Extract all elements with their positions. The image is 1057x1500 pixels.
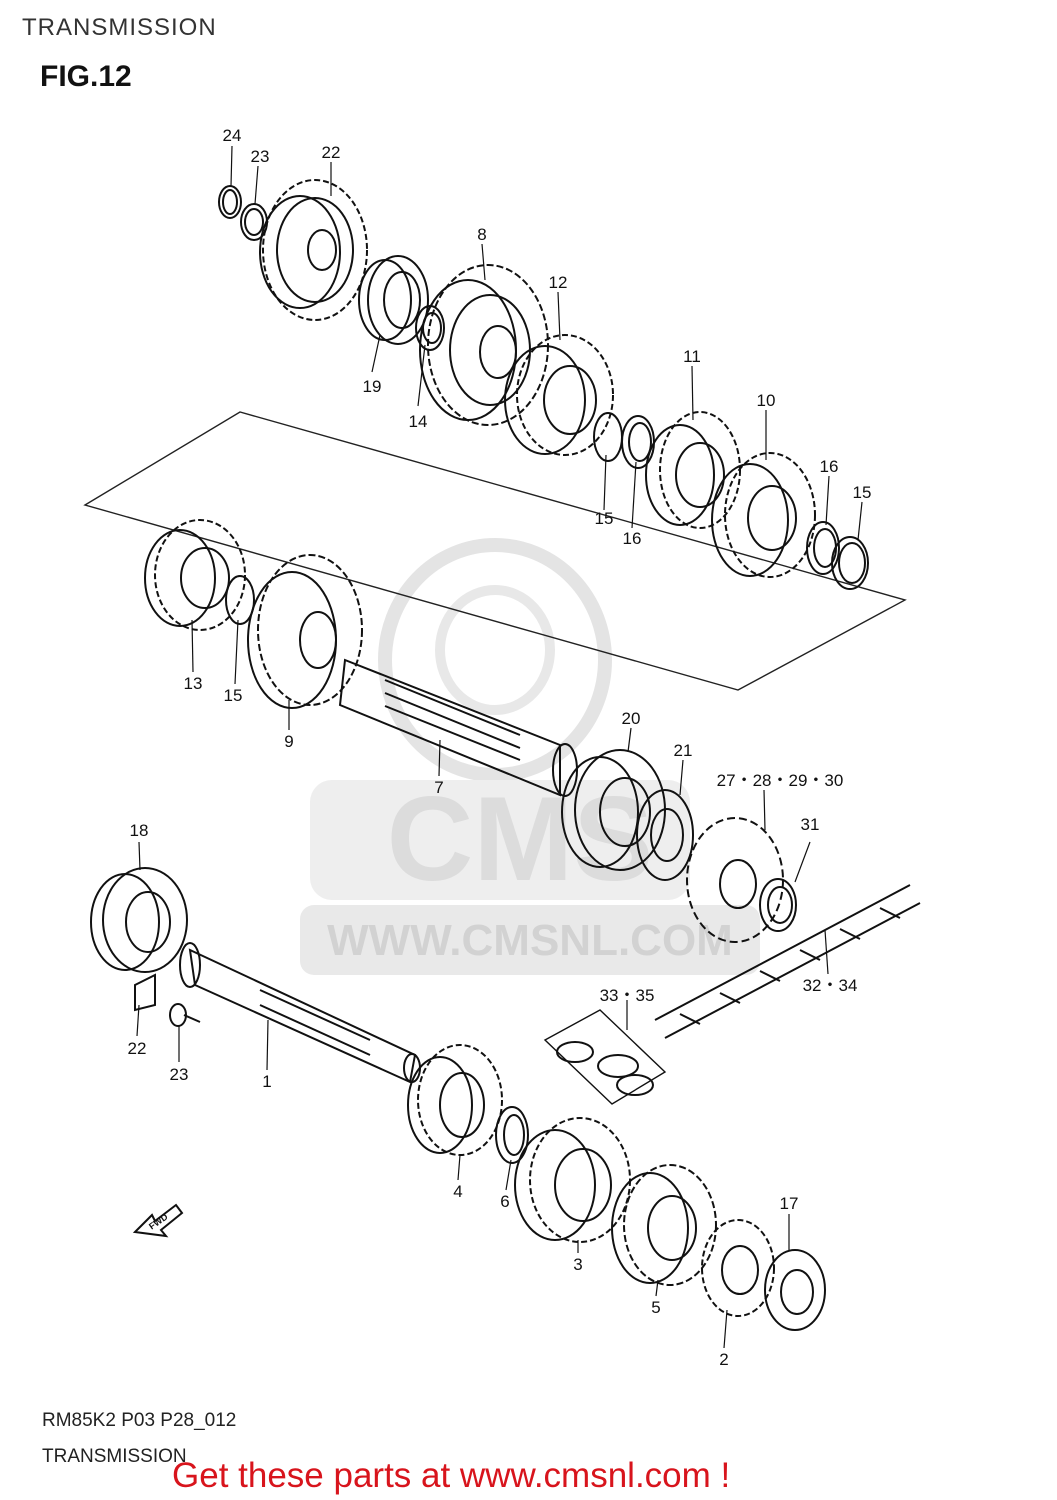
- callout-13: 13: [184, 674, 203, 693]
- watermark: CMS WWW.CMSNL.COM: [300, 538, 760, 975]
- callout-14: 14: [409, 412, 428, 431]
- callout-6: 6: [500, 1192, 509, 1211]
- callout-8: 8: [477, 225, 486, 244]
- watermark-url: WWW.CMSNL.COM: [327, 916, 733, 965]
- circlip-15-left: [225, 575, 255, 625]
- callout-15-left: 15: [224, 686, 243, 705]
- callout-23: 23: [170, 1065, 189, 1084]
- bearing-17: [764, 1249, 826, 1331]
- gear-12: [504, 334, 614, 456]
- shaft-group-outline: [83, 411, 907, 691]
- countershaft-7: [338, 658, 578, 797]
- seal-21: [636, 789, 694, 881]
- circlip-26: [218, 185, 242, 219]
- callout-18: 18: [130, 821, 149, 840]
- callout-1: 1: [262, 1072, 271, 1091]
- chain-joint-33-35: [543, 1009, 667, 1105]
- bolt-23: [169, 1003, 201, 1027]
- gear-10: [711, 452, 816, 578]
- callout-9: 9: [284, 732, 293, 751]
- circlip-15-right: [831, 536, 869, 590]
- circlip-6: [495, 1106, 529, 1164]
- washer-25: [240, 203, 268, 241]
- diagram-code: RM85K2 P03 P28_012: [42, 1410, 237, 1431]
- diagram-caption: TRANSMISSION: [42, 1446, 187, 1467]
- washer-16-upper: [621, 415, 655, 469]
- watermark-logo: CMS: [387, 772, 654, 906]
- callout-21: 21: [674, 741, 693, 760]
- callout-27-30: 27・28・29・30: [717, 771, 844, 790]
- callout-12: 12: [549, 273, 568, 292]
- stopper-22: [134, 973, 156, 1012]
- bearing-18: [90, 867, 188, 973]
- callout-33-35: 33・35: [600, 986, 655, 1005]
- callout-7: 7: [434, 778, 443, 797]
- gear-24: [259, 179, 368, 321]
- figure-label: FIG.12: [40, 60, 132, 93]
- gear-13: [144, 519, 246, 631]
- callout-26: 24: [223, 126, 242, 145]
- callout-2: 2: [719, 1350, 728, 1369]
- callout-20: 20: [622, 709, 641, 728]
- callout-11: 11: [683, 347, 701, 366]
- bearing-19: [358, 255, 429, 345]
- callout-19: 19: [363, 377, 382, 396]
- buy-parts-link[interactable]: Get these parts at www.cmsnl.com !: [172, 1456, 731, 1495]
- callout-15-upper: 15: [595, 509, 614, 528]
- gear-4: [407, 1044, 503, 1156]
- callout-15-right: 15: [853, 483, 872, 502]
- callout-25: 23: [251, 147, 270, 166]
- drive-chain-32-34: [654, 884, 921, 1039]
- page-header-title: TRANSMISSION: [22, 14, 217, 41]
- driveshaft-1: [179, 942, 421, 1084]
- callout-16-right: 16: [820, 457, 839, 476]
- callout-32-34: 32・34: [803, 976, 858, 995]
- callout-17: 17: [780, 1194, 799, 1213]
- callout-5: 5: [651, 1298, 660, 1317]
- callout-10: 10: [757, 391, 776, 410]
- callout-31: 31: [801, 815, 820, 834]
- fwd-arrow: FWD: [132, 1203, 184, 1238]
- gear-5: [611, 1164, 717, 1286]
- callout-3: 3: [573, 1255, 582, 1274]
- gear-2: [701, 1219, 775, 1317]
- callout-22: 22: [128, 1039, 147, 1058]
- gear-9: [247, 554, 363, 709]
- callout-24: 22: [322, 143, 341, 162]
- lock-washer-31: [759, 878, 797, 932]
- callout-16-upper: 16: [623, 529, 642, 548]
- callout-4: 4: [453, 1182, 462, 1201]
